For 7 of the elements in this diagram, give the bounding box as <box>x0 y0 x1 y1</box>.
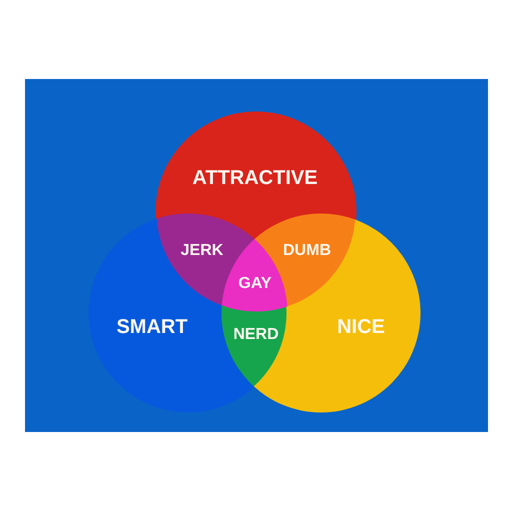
set-label: NICE <box>337 316 385 338</box>
overlap-label: GAY <box>238 275 272 293</box>
set-label: ATTRACTIVE <box>192 167 318 189</box>
set-label: SMART <box>116 316 188 338</box>
overlap-label: NERD <box>233 326 279 344</box>
overlap-label: JERK <box>180 242 224 260</box>
overlap-label: DUMB <box>283 242 331 260</box>
